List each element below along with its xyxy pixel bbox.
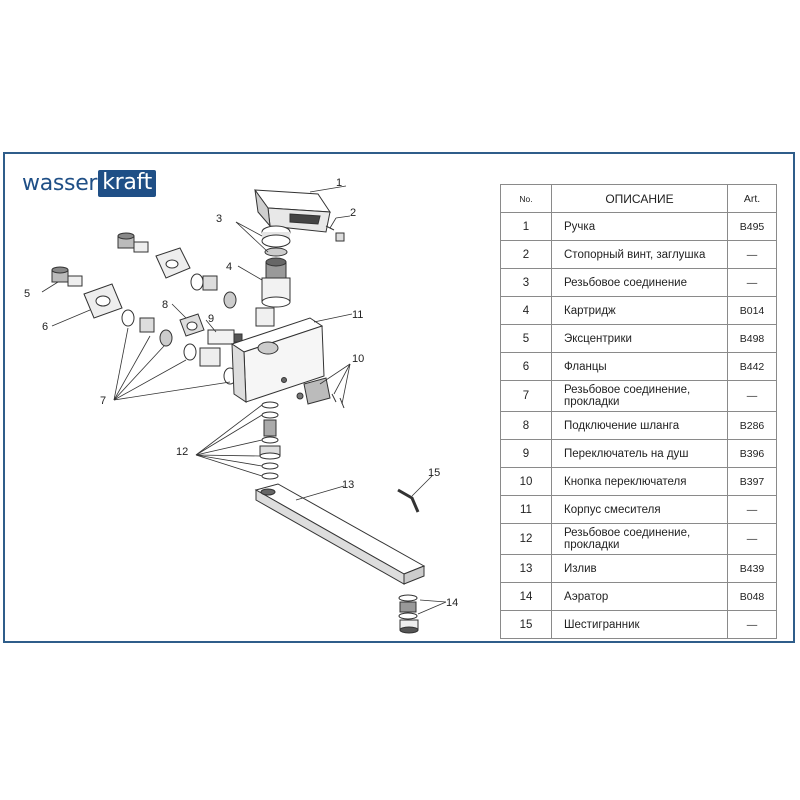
part-flanges: [83, 247, 191, 319]
row-art: B498: [727, 324, 777, 353]
part-threaded-stack: [259, 401, 281, 480]
row-description: Картридж: [551, 296, 728, 325]
row-description: Корпус смесителя: [551, 495, 728, 524]
part-spout: [254, 483, 426, 585]
row-no: 10: [500, 467, 552, 496]
callout-6: 6: [42, 321, 48, 333]
row-description: Фланцы: [551, 352, 728, 381]
callout-11: 11: [352, 309, 363, 321]
row-art: B396: [727, 439, 777, 468]
row-no: 5: [500, 324, 552, 353]
row-no: 13: [500, 554, 552, 583]
row-description: Резьбовое соединение, прокладки: [551, 380, 728, 412]
row-description: Излив: [551, 554, 728, 583]
part-eccentrics: [51, 232, 149, 287]
row-art: —: [727, 495, 777, 524]
header-no: No.: [500, 184, 552, 213]
row-description: Шестигранник: [551, 610, 728, 639]
row-no: 8: [500, 411, 552, 440]
row-no: 14: [500, 582, 552, 611]
row-no: 4: [500, 296, 552, 325]
row-no: 12: [500, 523, 552, 555]
row-description: Ручка: [551, 212, 728, 241]
row-art: B442: [727, 352, 777, 381]
row-description: Резьбовое соединение, прокладки: [551, 523, 728, 555]
callout-4: 4: [226, 261, 232, 273]
callout-1: 1: [336, 177, 342, 189]
row-no: 7: [500, 380, 552, 412]
row-art: —: [727, 380, 777, 412]
row-description: Переключатель на душ: [551, 439, 728, 468]
callout-9: 9: [208, 313, 214, 325]
row-art: B286: [727, 411, 777, 440]
row-no: 3: [500, 268, 552, 297]
row-description: Аэратор: [551, 582, 728, 611]
row-description: Кнопка переключателя: [551, 467, 728, 496]
part-diverter: [207, 329, 243, 345]
part-cartridge: [261, 257, 291, 308]
row-art: —: [727, 610, 777, 639]
row-no: 9: [500, 439, 552, 468]
brand-logo-text: wasser: [22, 170, 98, 196]
part-aerator: [398, 594, 419, 634]
brand-logo-highlight: kraft: [98, 169, 156, 197]
row-no: 2: [500, 240, 552, 269]
part-screw: [325, 225, 345, 242]
parts-table-header: No. ОПИСАНИЕ Art.: [500, 184, 777, 213]
row-description: Стопорный винт, заглушка: [551, 240, 728, 269]
row-art: B495: [727, 212, 777, 241]
row-art: —: [727, 523, 777, 555]
row-art: B439: [727, 554, 777, 583]
callout-15: 15: [428, 467, 440, 479]
part-hex-key: [397, 488, 420, 513]
row-art: B397: [727, 467, 777, 496]
callout-3: 3: [216, 213, 222, 225]
row-description: Эксцентрики: [551, 324, 728, 353]
row-description: Подключение шланга: [551, 411, 728, 440]
part-mixer-body: [230, 317, 325, 403]
callout-2: 2: [350, 207, 356, 219]
row-art: B014: [727, 296, 777, 325]
callout-7: 7: [100, 395, 106, 407]
callout-8: 8: [162, 299, 168, 311]
row-description: Резьбовое соединение: [551, 268, 728, 297]
row-no: 15: [500, 610, 552, 639]
row-no: 11: [500, 495, 552, 524]
header-description: ОПИСАНИЕ: [551, 184, 728, 213]
callout-12: 12: [176, 446, 188, 458]
header-art: Art.: [727, 184, 777, 213]
part-hose-connection: [179, 313, 205, 337]
row-no: 6: [500, 352, 552, 381]
row-art: B048: [727, 582, 777, 611]
row-art: —: [727, 240, 777, 269]
leader-lines: [41, 185, 447, 615]
row-art: —: [727, 268, 777, 297]
row-no: 1: [500, 212, 552, 241]
callout-14: 14: [446, 597, 458, 609]
callout-labels: 1 2 3 4 5 6 7 8 9 10 11 12 13 14 15: [24, 177, 458, 609]
callout-5: 5: [24, 288, 30, 300]
callout-13: 13: [342, 479, 354, 491]
part-handle: [253, 189, 331, 233]
callout-10: 10: [352, 353, 364, 365]
part-threaded-rings: [261, 225, 291, 257]
